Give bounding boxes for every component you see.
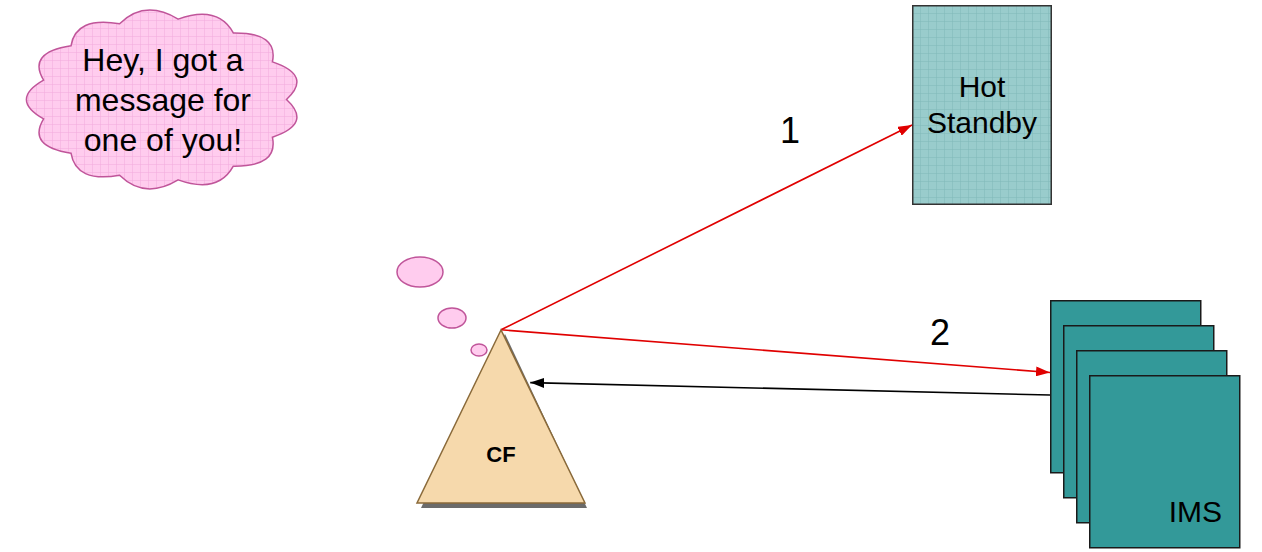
system-box <box>1090 376 1240 548</box>
cloud-text: Hey, I got a message for one of you! <box>63 40 263 160</box>
triangle-shape <box>417 330 585 503</box>
thought-bubble <box>438 308 466 328</box>
standby-box: Hot Standby <box>912 5 1052 205</box>
ims-stack: IMS <box>1050 300 1242 550</box>
stack-label: IMS <box>1169 494 1222 530</box>
box-outline <box>913 6 1052 205</box>
connector-arrow <box>530 383 1050 395</box>
coupling-facility-triangle: CF <box>415 328 587 510</box>
connector-arrow <box>501 125 912 330</box>
thought-bubble <box>397 257 443 287</box>
box-label: Hot Standby <box>924 69 1040 141</box>
coupling-facility-triangle-outline <box>415 328 587 510</box>
triangle-label: CF <box>486 442 515 468</box>
connector-arrow <box>501 330 1050 373</box>
callout-number: 2 <box>928 312 952 353</box>
cloud-fill <box>26 11 297 190</box>
standby-box-outline <box>912 5 1052 205</box>
box-fill <box>913 6 1052 205</box>
callout-number: 1 <box>778 110 802 151</box>
thought-cloud: Hey, I got a message for one of you! <box>20 4 307 195</box>
thought-bubble <box>471 344 487 356</box>
cloud-outline <box>26 11 297 190</box>
